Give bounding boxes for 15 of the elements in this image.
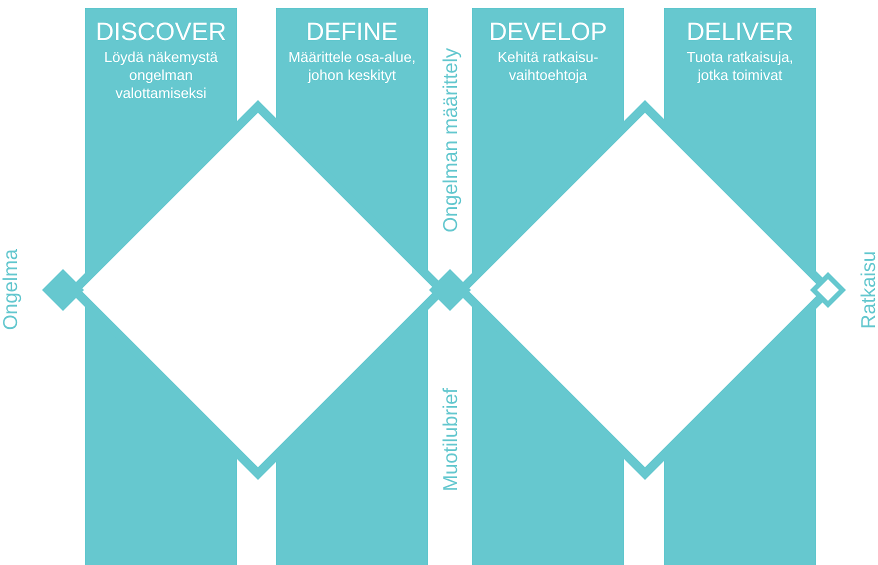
phase-heading: DEVELOP xyxy=(488,18,608,47)
phase-heading: DISCOVER xyxy=(96,18,226,47)
phase-heading: DEFINE xyxy=(306,18,398,47)
phase-description: Määrittele osa-alue, johon keskityt xyxy=(287,49,417,85)
axis-label: Ratkaisu xyxy=(858,251,878,329)
axis-label: Ongelma xyxy=(0,249,22,331)
phase-description: Löydä näkemystä ongelman valottamiseksi xyxy=(103,49,219,103)
axis-label: Ongelman määrittely xyxy=(440,48,462,232)
diamond-marker xyxy=(810,272,846,308)
diamond-marker xyxy=(42,269,84,311)
axis-label: Muotilubrief xyxy=(440,388,462,492)
phase-heading: DELIVER xyxy=(686,18,794,47)
phase-description: Tuota ratkaisuja, jotka toimivat xyxy=(686,49,794,85)
diamond-marker xyxy=(429,269,471,311)
phase-description: Kehitä ratkaisu-vaihtoehtoja xyxy=(496,49,600,85)
